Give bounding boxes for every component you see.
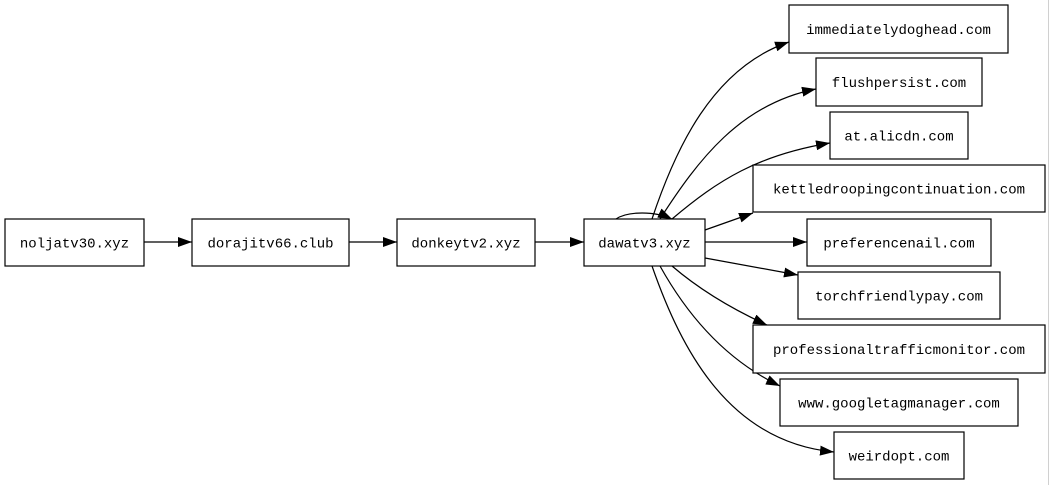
node-box — [752, 324, 1046, 374]
node-label: kettledroopingcontinuation.com — [773, 183, 1025, 199]
node-donkeytv2-xyz[interactable]: donkeytv2.xyz — [396, 218, 536, 267]
edge-3-to-7 — [704, 212, 754, 231]
node-label: dorajitv66.club — [207, 237, 333, 253]
node-flushpersist-com[interactable]: flushpersist.com — [815, 57, 983, 107]
node-torchfriendlypay-com[interactable]: torchfriendlypay.com — [797, 271, 1001, 320]
node-box — [752, 164, 1046, 213]
node-kettledroopingcontinuation-com[interactable]: kettledroopingcontinuation.com — [752, 164, 1046, 213]
node-box — [797, 271, 1001, 320]
node-box — [788, 4, 1009, 54]
edge-3-to-5 — [659, 86, 817, 220]
node-label: dawatv3.xyz — [598, 237, 690, 253]
edge-3-to-3 — [615, 208, 673, 220]
right-border-line — [1048, 0, 1049, 485]
node-weirdopt-com[interactable]: weirdopt.com — [833, 431, 965, 480]
node-noljatv30-xyz[interactable]: noljatv30.xyz — [4, 218, 145, 267]
node-box — [779, 378, 1019, 427]
node-box — [829, 111, 969, 160]
node-label: www.googletagmanager.com — [798, 397, 1000, 413]
node-www-googletagmanager-com[interactable]: www.googletagmanager.com — [779, 378, 1019, 427]
node-label: torchfriendlypay.com — [815, 290, 983, 306]
node-label: flushpersist.com — [832, 76, 966, 92]
node-box — [833, 431, 965, 480]
node-immediatelydoghead-com[interactable]: immediatelydoghead.com — [788, 4, 1009, 54]
node-box — [191, 218, 350, 267]
edge-3-to-6 — [671, 140, 831, 220]
node-preferencenail-com[interactable]: preferencenail.com — [806, 218, 992, 267]
node-label: preferencenail.com — [823, 237, 974, 253]
node-label: immediatelydoghead.com — [806, 23, 991, 39]
node-box — [583, 218, 706, 267]
node-label: professionaltrafficmonitor.com — [773, 343, 1025, 359]
node-dorajitv66-club[interactable]: dorajitv66.club — [191, 218, 350, 267]
edge-3-to-11 — [659, 265, 781, 387]
node-label: at.alicdn.com — [844, 130, 953, 146]
edge-3-to-12 — [651, 265, 835, 456]
node-label: weirdopt.com — [849, 450, 950, 466]
node-dawatv3-xyz[interactable]: dawatv3.xyz — [583, 218, 706, 267]
node-box — [806, 218, 992, 267]
node-professionaltrafficmonitor-com[interactable]: professionaltrafficmonitor.com — [752, 324, 1046, 374]
edge-3-to-4 — [651, 41, 790, 220]
node-box — [815, 57, 983, 107]
node-label: donkeytv2.xyz — [411, 237, 520, 253]
edge-3-to-9 — [704, 257, 799, 278]
node-box — [396, 218, 536, 267]
node-box — [4, 218, 145, 267]
node-at-alicdn-com[interactable]: at.alicdn.com — [829, 111, 969, 160]
node-label: noljatv30.xyz — [20, 237, 129, 253]
edge-3-to-10 — [671, 265, 768, 326]
